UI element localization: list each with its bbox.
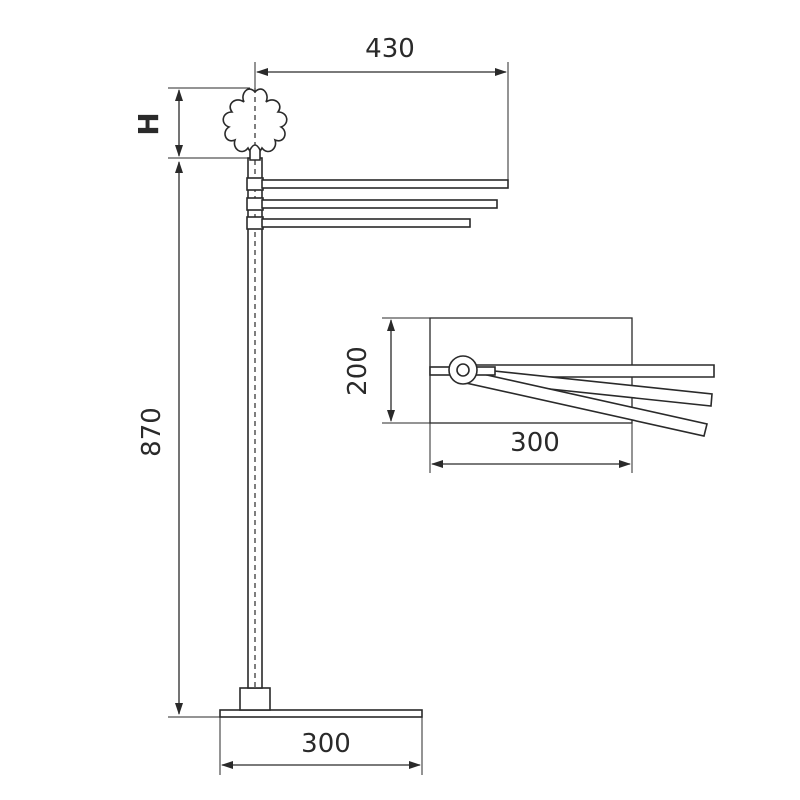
dimension-label-top-depth: 200 (343, 346, 373, 396)
knob-stem (249, 144, 261, 161)
side-view: 430 H 870 300 (132, 34, 509, 775)
dimension-knob-height: H (132, 87, 250, 159)
top-view: 200 300 (343, 317, 715, 473)
towel-arm-1 (261, 179, 509, 189)
towel-arm-3 (261, 218, 471, 228)
pole-joint-top (246, 177, 264, 191)
dimension-label-arm-length: 430 (365, 34, 415, 64)
dimension-arm-length: 430 (254, 34, 509, 186)
dimension-label-base-width: 300 (301, 729, 351, 759)
towel-arm-2 (261, 199, 498, 209)
dimension-label-total-height: 870 (137, 407, 167, 457)
dimension-top-width: 300 (429, 423, 633, 473)
pole-top-circle-inner (456, 363, 470, 377)
pole-joint-low (246, 216, 264, 230)
base-socket (239, 687, 271, 711)
dimension-total-height: 870 (137, 161, 222, 718)
dimension-base-width: 300 (219, 717, 423, 775)
dimension-label-top-width: 300 (510, 428, 560, 458)
dimension-label-h: H (132, 112, 165, 135)
pole-joint-mid (246, 197, 264, 211)
dimension-top-depth: 200 (343, 317, 430, 424)
base-plate (219, 709, 423, 718)
